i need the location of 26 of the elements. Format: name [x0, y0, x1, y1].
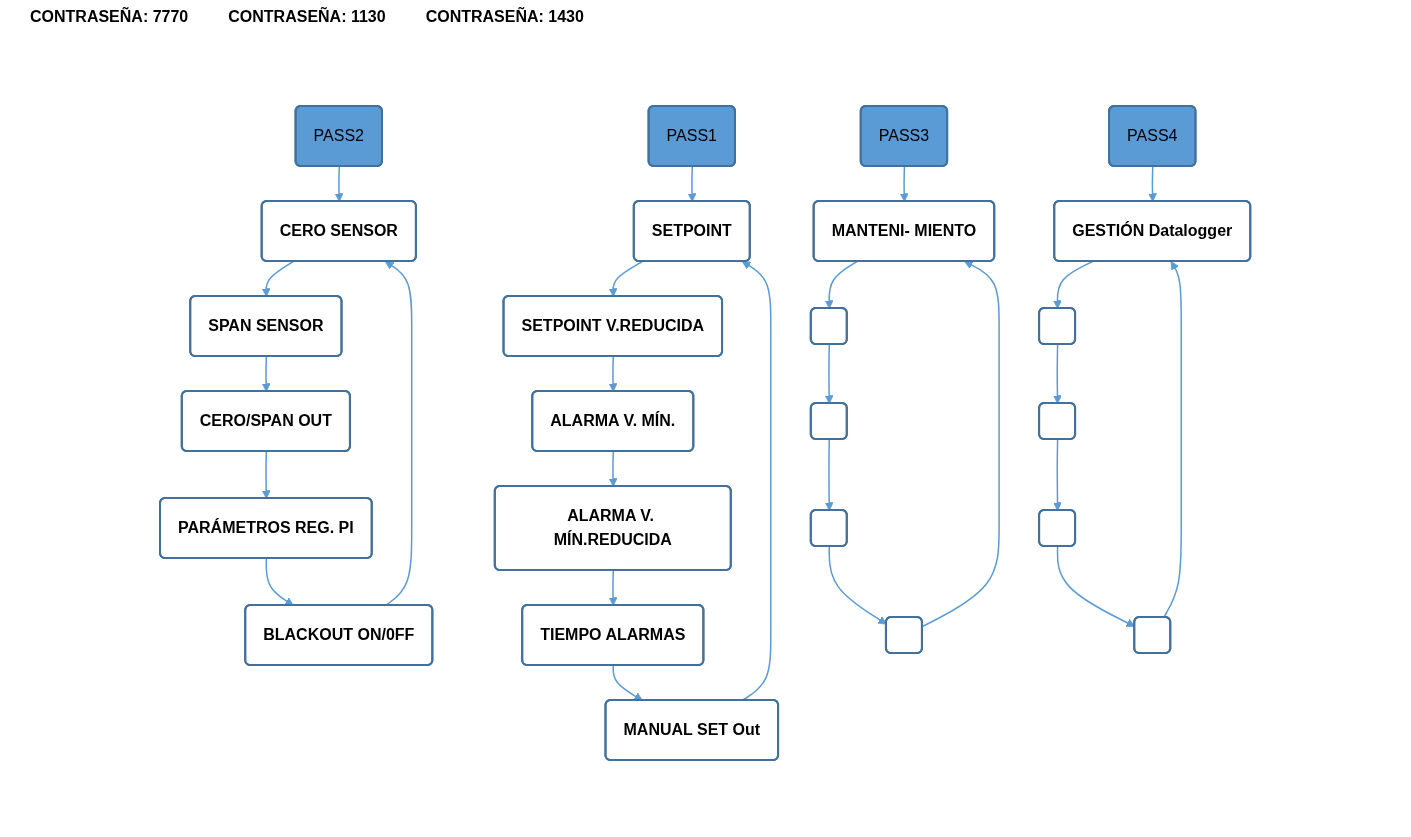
arrow: [1163, 261, 1183, 619]
arrow: [609, 569, 618, 606]
arrow: [609, 260, 644, 297]
arrow: [825, 343, 834, 404]
password-heading: CONTRASEÑA: 7770: [30, 8, 189, 27]
arrow: [1053, 438, 1063, 511]
arrow: [900, 165, 909, 202]
password-heading: CONTRASEÑA: 1430: [425, 8, 584, 27]
arrow: [1053, 343, 1063, 404]
arrow: [825, 438, 834, 511]
arrow: [262, 355, 271, 392]
arrow: [335, 165, 344, 202]
arrow: [688, 165, 697, 202]
arrow: [262, 260, 295, 297]
arrow: [1053, 260, 1094, 309]
arrow: [609, 355, 618, 392]
arrow: [384, 261, 413, 607]
arrow: [741, 261, 772, 702]
arrow: [612, 664, 644, 701]
arrow: [1148, 165, 1158, 202]
arrow: [922, 261, 1001, 628]
arrow: [825, 260, 859, 309]
password-heading: CONTRASEÑA: 1130: [228, 8, 386, 27]
arrow: [262, 450, 271, 499]
arrow: [609, 450, 618, 487]
arrow: [265, 557, 294, 606]
